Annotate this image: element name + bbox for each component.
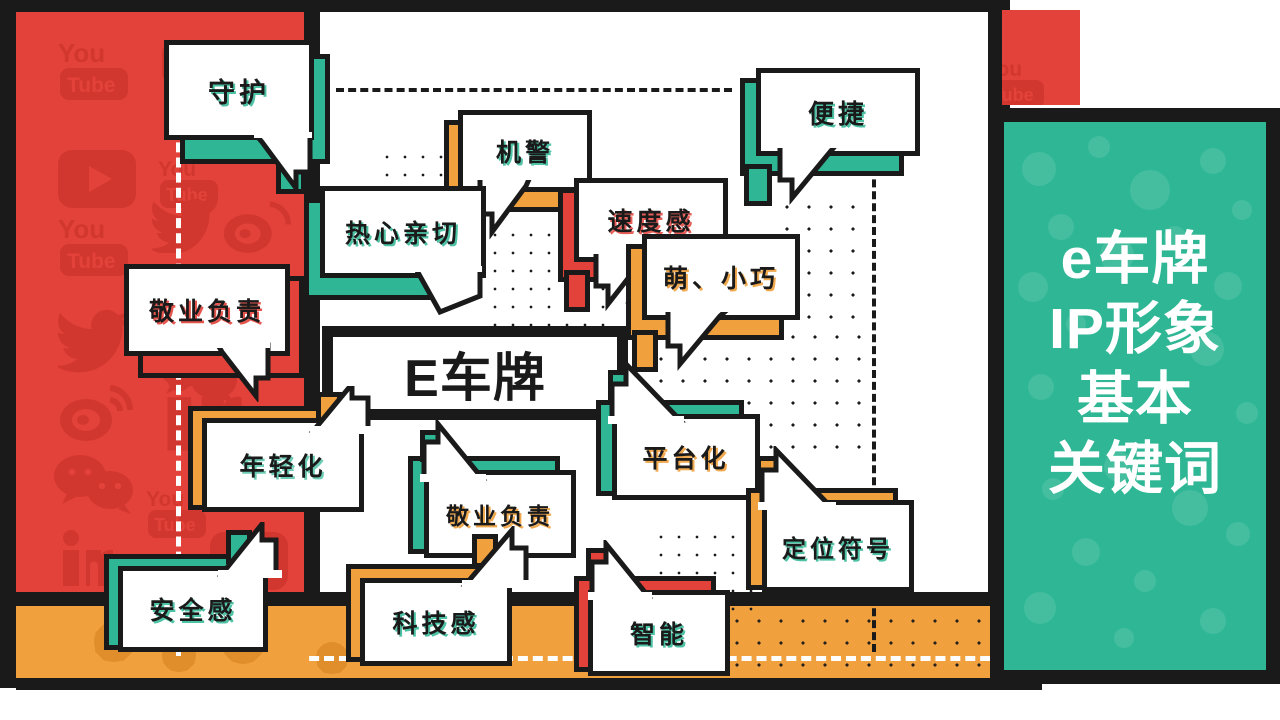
bubble-body: 敬业负责 bbox=[124, 264, 290, 356]
keyword-bubble-pingtaihua[interactable]: 平台化 bbox=[596, 360, 760, 500]
bubble-tail bbox=[758, 446, 836, 510]
keyword-bubble-zhineng[interactable]: 智能 bbox=[574, 540, 730, 676]
bubble-tail bbox=[664, 306, 730, 371]
keyword-label: 机警 bbox=[495, 139, 554, 167]
svg-text:Tube: Tube bbox=[1002, 85, 1034, 105]
bubble-body: 守护 bbox=[164, 40, 314, 140]
keyword-label: 速度感 bbox=[607, 208, 695, 236]
bubble-tail bbox=[608, 360, 686, 424]
wechat-icon bbox=[52, 452, 138, 514]
bubble-tail bbox=[254, 132, 313, 194]
keyword-bubble-shouhu[interactable]: 守护 bbox=[164, 40, 330, 194]
center-brand-label: E车牌 bbox=[404, 349, 546, 408]
keyword-label: 定位符号 bbox=[782, 535, 894, 563]
bubble-body: 平台化 bbox=[612, 414, 760, 500]
svg-text:You: You bbox=[1002, 58, 1022, 81]
weibo-icon bbox=[222, 200, 292, 258]
green-card: e车牌 IP形象 基本 关键词 bbox=[1004, 122, 1266, 670]
green-card-line-2: IP形象 bbox=[1049, 297, 1221, 361]
keyword-label: 安全感 bbox=[149, 597, 237, 625]
bubble-body: 定位符号 bbox=[762, 500, 914, 592]
weibo-icon bbox=[58, 384, 134, 446]
keyword-bubble-rexinqinqie[interactable]: 热心亲切 bbox=[304, 186, 486, 316]
bubble-tail bbox=[308, 386, 372, 434]
bubble-tail bbox=[776, 142, 838, 205]
keyword-label: 平台化 bbox=[642, 445, 730, 473]
bubble-tail-shadow bbox=[564, 270, 590, 312]
green-card-line-1: e车牌 bbox=[1060, 227, 1210, 291]
youtube-play-icon bbox=[58, 150, 136, 208]
keyword-label: 智能 bbox=[629, 621, 688, 649]
keyword-label: 守护 bbox=[208, 77, 270, 108]
svg-text:You: You bbox=[58, 214, 105, 244]
svg-text:Tube: Tube bbox=[67, 74, 116, 97]
keyword-bubble-dingweifuhao[interactable]: 定位符号 bbox=[746, 446, 914, 592]
keyword-bubble-bianjie[interactable]: 便捷 bbox=[740, 68, 920, 206]
bubble-body: 敬业负责 bbox=[424, 470, 576, 558]
svg-text:You: You bbox=[58, 38, 105, 68]
svg-text:Tube: Tube bbox=[154, 515, 196, 535]
bubble-tail bbox=[588, 540, 654, 600]
bubble-tail bbox=[460, 526, 532, 588]
green-card-line-4: 关键词 bbox=[1048, 437, 1222, 501]
twitter-icon bbox=[58, 308, 136, 374]
keyword-label: 热心亲切 bbox=[344, 220, 461, 248]
bubble-tail-shadow bbox=[632, 330, 658, 372]
green-card-line-3: 基本 bbox=[1077, 367, 1193, 431]
keyword-label: 科技感 bbox=[392, 610, 480, 638]
bubble-tail bbox=[216, 522, 282, 578]
keyword-bubble-jingyefuze-1[interactable]: 敬业负责 bbox=[124, 264, 304, 402]
keyword-bubble-anquangan[interactable]: 安全感 bbox=[104, 522, 282, 652]
bubble-tail-shadow bbox=[744, 164, 772, 206]
bubble-tail bbox=[414, 266, 483, 316]
keyword-bubble-kejigan[interactable]: 科技感 bbox=[346, 526, 532, 666]
keyword-bubble-mengxiaoqiao[interactable]: 萌、小巧 bbox=[626, 234, 800, 372]
bubble-body: 智能 bbox=[588, 590, 730, 676]
keyword-label: 萌、小巧 bbox=[662, 265, 779, 293]
keyword-label: 年轻化 bbox=[239, 453, 327, 481]
dot-grid bbox=[726, 610, 1028, 672]
bubble-tail bbox=[216, 342, 271, 402]
svg-text:You: You bbox=[146, 488, 184, 511]
keyword-bubble-nianqinghua[interactable]: 年轻化 bbox=[188, 386, 372, 512]
keyword-label: 敬业负责 bbox=[446, 503, 554, 529]
bubble-body: 科技感 bbox=[360, 578, 512, 666]
keyword-label: 便捷 bbox=[807, 98, 868, 129]
twitter-icon bbox=[152, 197, 218, 253]
bubble-tail bbox=[420, 420, 488, 482]
keyword-bubble-jijing[interactable]: 机警 bbox=[444, 110, 592, 242]
bubble-body: 便捷 bbox=[756, 68, 920, 156]
bubble-tail bbox=[476, 174, 532, 240]
bubble-body: 热心亲切 bbox=[320, 186, 486, 278]
keyword-label: 敬业负责 bbox=[148, 298, 265, 326]
guide-line-vertical bbox=[872, 96, 876, 652]
svg-text:Tube: Tube bbox=[67, 250, 116, 273]
bubble-body: E车牌 bbox=[322, 326, 628, 420]
center-brand-bubble[interactable]: E车牌 bbox=[322, 326, 628, 420]
bubble-body: 安全感 bbox=[118, 566, 268, 652]
guide-line-horizontal bbox=[336, 88, 732, 92]
